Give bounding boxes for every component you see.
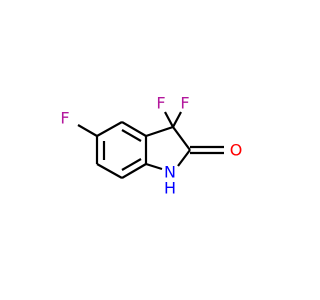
bond-c3-f-left: [164, 111, 174, 128]
atom-f-top-right: F: [180, 94, 189, 113]
bond-c7-c7a: [121, 163, 147, 179]
bond-c4-c5: [96, 121, 123, 137]
atom-f-top-left: F: [156, 94, 165, 113]
bond-c3-f-right: [172, 111, 182, 128]
atom-oxygen: O: [230, 141, 243, 160]
bond-c3a-c3: [145, 125, 174, 138]
atom-f-left: F: [60, 109, 69, 128]
bond-double-c3a-c4-inner: [121, 129, 142, 142]
bond-n-c7a: [145, 162, 163, 171]
background: [0, 0, 300, 300]
bond-double-c7-c7a-inner: [121, 158, 142, 171]
bond-c2-n: [177, 149, 191, 167]
molecule-structure: F F F O N H: [0, 0, 300, 300]
bond-c6-c7: [96, 163, 123, 179]
bond-c3a-c4: [121, 121, 147, 137]
atom-hydrogen: H: [164, 179, 176, 198]
bond-c5-f: [77, 124, 98, 137]
bond-c3-c2: [172, 126, 191, 151]
atom-nitrogen: N: [164, 163, 176, 182]
